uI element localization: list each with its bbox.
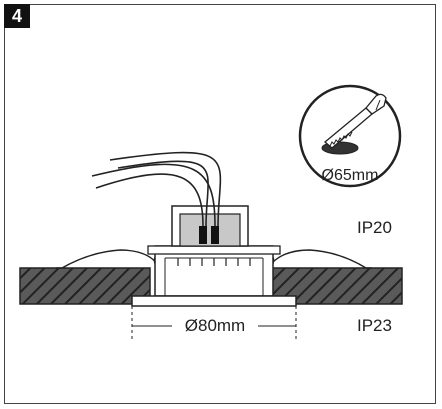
- step-number-badge: 4: [4, 4, 30, 28]
- ip-rating-lower: IP23: [357, 316, 392, 335]
- ceiling-left: [19, 267, 151, 305]
- ip-rating-upper: IP20: [357, 218, 392, 237]
- hole-saw-icon: [323, 93, 387, 149]
- trim-ring: [131, 295, 297, 307]
- diameter-dimension: [131, 306, 297, 340]
- cutout-diameter-label: Ø65mm: [322, 167, 379, 184]
- power-cable: [91, 151, 222, 227]
- cutout-icon: [298, 84, 402, 188]
- downlight-housing: [147, 245, 281, 297]
- product-diameter-label: Ø80mm: [185, 316, 245, 335]
- instruction-panel: [4, 4, 436, 404]
- terminal-block: [171, 205, 249, 247]
